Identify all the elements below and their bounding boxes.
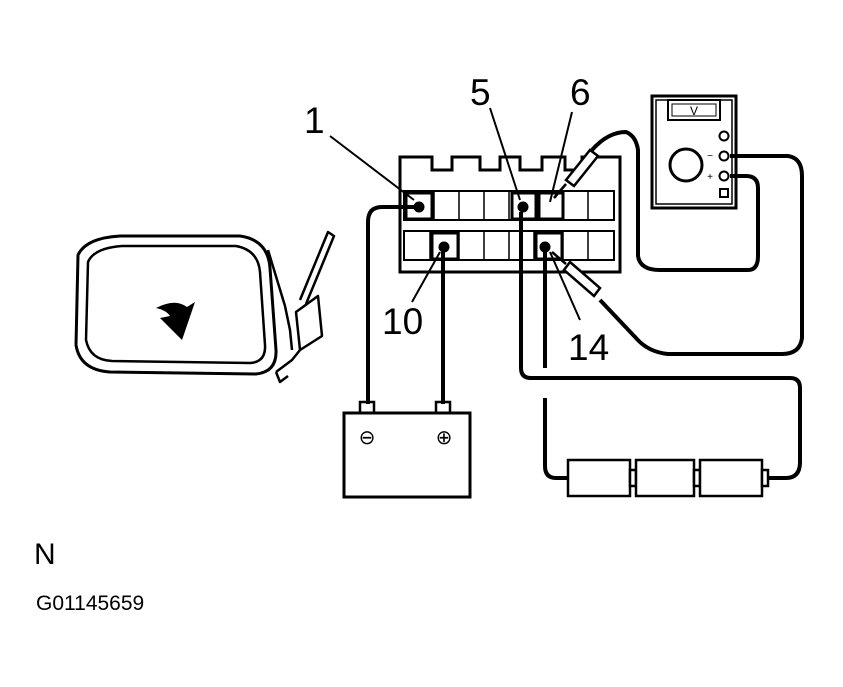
wires (366, 130, 804, 480)
door-mirror (74, 230, 336, 384)
voltmeter (650, 94, 738, 210)
probe-upper (553, 148, 600, 199)
battery-positive-icon: ⊕ (436, 425, 453, 449)
pin-label-1: 1 (304, 100, 325, 141)
voltmeter-plus-label: + (707, 172, 713, 183)
pin-label-5: 5 (470, 72, 491, 113)
pin-label-10: 10 (382, 301, 424, 342)
orientation-label: N (34, 538, 56, 571)
pin-label-6: 6 (570, 72, 591, 113)
battery (342, 400, 472, 499)
battery-negative-icon: ⊖ (359, 425, 376, 449)
curved-down-arrow-icon (156, 302, 195, 340)
voltmeter-minus-label: − (707, 151, 713, 162)
leader-lines (329, 107, 581, 321)
cell-pack (566, 458, 770, 498)
voltmeter-display: V (690, 104, 698, 118)
figure-code: G01145659 (36, 592, 145, 615)
pin-label-14: 14 (568, 327, 610, 368)
connector (398, 155, 622, 274)
probe-lower (551, 251, 602, 298)
terminal-dots (413, 201, 551, 253)
